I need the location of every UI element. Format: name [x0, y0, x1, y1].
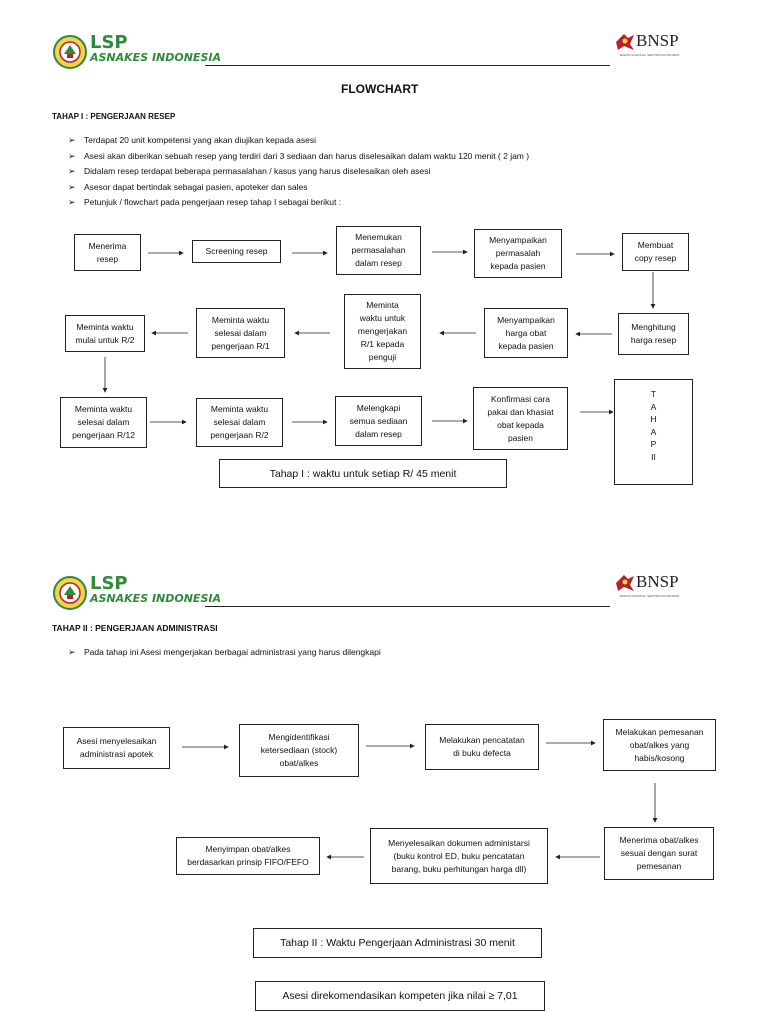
- lsp-logo-text: LSP: [90, 573, 128, 594]
- list-item: ➢Asesi akan diberikan sebuah resep yang …: [68, 149, 529, 165]
- flow-box-tahap-2: T A H A P II: [614, 379, 693, 485]
- bullet-arrow-icon: ➢: [68, 150, 76, 161]
- lsp-emblem-icon: [53, 576, 87, 610]
- bnsp-logo-text: BNSP: [636, 31, 679, 50]
- list-item: ➢Pada tahap ini Asesi mengerjakan berbag…: [68, 645, 381, 661]
- flow-box-menyampaikan-masalah: Menyampaikan permasalah kepada pasien: [474, 229, 562, 278]
- flow-box-screening-resep: Screening resep: [192, 240, 281, 263]
- header-rule: [205, 65, 610, 66]
- flow-box-asesi-menyelesaikan: Asesi menyelesaikan administrasi apotek: [63, 727, 170, 769]
- bullet-arrow-icon: ➢: [68, 181, 76, 192]
- stage2-bullet-list: ➢Pada tahap ini Asesi mengerjakan berbag…: [68, 645, 381, 661]
- list-item: ➢Didalam resep terdapat beberapa permasa…: [68, 164, 529, 180]
- lsp-emblem-icon: [53, 35, 87, 69]
- list-item: ➢Asesor dapat bertindak sebagai pasien, …: [68, 180, 529, 196]
- stage1-heading: TAHAP I : PENGERJAAN RESEP: [52, 112, 176, 121]
- competency-recommendation: Asesi direkomendasikan kompeten jika nil…: [255, 981, 545, 1011]
- flow-box-menghitung-harga: Menghitung harga resep: [618, 313, 689, 355]
- flow-box-menemukan: Menemukan permasalahan dalam resep: [336, 226, 421, 275]
- tahap-letter: P: [650, 439, 657, 449]
- flow-box-melengkapi: Melengkapi semua sediaan dalam resep: [335, 396, 422, 446]
- stage1-time-note: Tahap I : waktu untuk setiap R/ 45 menit: [219, 459, 507, 488]
- bnsp-logo-subtitle: BADAN NASIONAL SERTIFIKASI PROFESI: [620, 594, 680, 598]
- bnsp-emblem-icon: [616, 34, 634, 50]
- header-rule: [205, 606, 610, 607]
- flow-box-meminta-penguji: Meminta waktu untuk mengerjakan R/1 kepa…: [344, 294, 421, 369]
- tahap-letter: A: [650, 426, 657, 437]
- tahap-letter: II: [651, 451, 656, 462]
- bullet-arrow-icon: ➢: [68, 197, 76, 207]
- stage1-bullet-list: ➢Terdapat 20 unit kompetensi yang akan d…: [68, 133, 529, 211]
- lsp-org-name: ASNAKES INDONESIA: [90, 592, 221, 605]
- flow-box-menyampaikan-harga: Menyampaikan harga obat kepada pasien: [484, 308, 568, 358]
- stage2-time-note: Tahap II : Waktu Pengerjaan Administrasi…: [253, 928, 542, 958]
- bnsp-logo-text: BNSP: [636, 572, 679, 591]
- list-item: ➢Terdapat 20 unit kompetensi yang akan d…: [68, 133, 529, 149]
- flow-box-meminta-r2: Meminta waktu selesai dalam pengerjaan R…: [196, 398, 283, 447]
- flow-box-konfirmasi: Konfirmasi cara pakai dan khasiat obat k…: [473, 387, 568, 450]
- flow-box-dokumen: Menyelesaikan dokumen administarsi (buku…: [370, 828, 548, 884]
- tahap-letter: T: [650, 389, 657, 399]
- bnsp-logo-subtitle: BADAN NASIONAL SERTIFIKASI PROFESI: [620, 53, 680, 57]
- bnsp-emblem-icon: [616, 575, 634, 591]
- stage2-heading: TAHAP II : PENGERJAAN ADMINISTRASI: [52, 623, 218, 633]
- page-title: FLOWCHART: [341, 82, 419, 96]
- flow-box-membuat-copy: Membuat copy resep: [622, 233, 689, 271]
- tahap-letter: A: [650, 401, 657, 412]
- flow-box-pemesanan: Melakukan pemesanan obat/alkes yang habi…: [603, 719, 716, 771]
- lsp-logo-text: LSP: [90, 32, 128, 53]
- stage2-arrows: [182, 740, 658, 860]
- header-second: LSP ASNAKES INDONESIA BNSP BADAN NASIONA…: [0, 545, 768, 625]
- header-top: LSP ASNAKES INDONESIA BNSP BADAN NASIONA…: [0, 0, 768, 80]
- flow-box-menyimpan: Menyimpan obat/alkes berdasarkan prinsip…: [176, 837, 320, 875]
- stage1-arrows: [102, 249, 656, 425]
- bullet-arrow-icon: ➢: [68, 135, 76, 145]
- flow-box-mengidentifikasi: Mengidentifikasi ketersediaan (stock) ob…: [239, 724, 359, 777]
- flow-box-meminta-r1: Meminta waktu selesai dalam pengerjaan R…: [196, 308, 285, 358]
- tahap-letter: H: [650, 414, 657, 424]
- list-item: ➢Petunjuk / flowchart pada pengerjaan re…: [68, 195, 529, 211]
- lsp-org-name: ASNAKES INDONESIA: [90, 51, 221, 64]
- bullet-arrow-icon: ➢: [68, 166, 76, 176]
- flow-box-meminta-mulai-r2: Meminta waktu mulai untuk R/2: [65, 315, 145, 352]
- flow-box-pencatatan: Melakukan pencatatan di buku defecta: [425, 724, 539, 770]
- flow-box-menerima-resep: Menerima resep: [74, 234, 141, 271]
- bullet-arrow-icon: ➢: [68, 647, 76, 657]
- flow-box-meminta-r12: Meminta waktu selesai dalam pengerjaan R…: [60, 397, 147, 448]
- flow-box-menerima-obat: Menerima obat/alkes sesuai dengan surat …: [604, 827, 714, 880]
